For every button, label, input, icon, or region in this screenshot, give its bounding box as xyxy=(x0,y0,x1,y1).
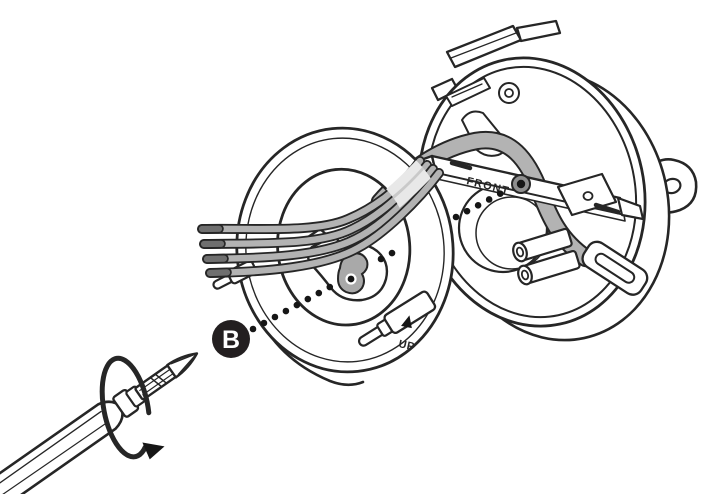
box-screw-posts xyxy=(512,227,581,286)
screw-boss xyxy=(498,82,520,104)
part-b-badge: B xyxy=(212,320,250,358)
bracket-right-end xyxy=(616,196,645,221)
stripped-wire-tips xyxy=(197,224,232,278)
clamp-slot xyxy=(594,252,636,284)
guide-dotted-line xyxy=(249,185,513,333)
mounting-bracket: FRONT xyxy=(416,154,645,222)
bracket-slot-left xyxy=(449,160,473,171)
bracket-slot-right xyxy=(593,202,621,215)
alignment-pin-up xyxy=(357,290,437,347)
up-label: UP xyxy=(397,338,415,353)
badge-circle xyxy=(212,320,250,358)
badge-letter: B xyxy=(222,326,240,354)
up-arrow-icon xyxy=(401,315,412,329)
cable-clamp-flange xyxy=(581,240,649,296)
screwdriver-handle xyxy=(0,400,124,494)
screwdriver xyxy=(0,352,199,494)
rotation-arrow-icon xyxy=(99,355,165,460)
